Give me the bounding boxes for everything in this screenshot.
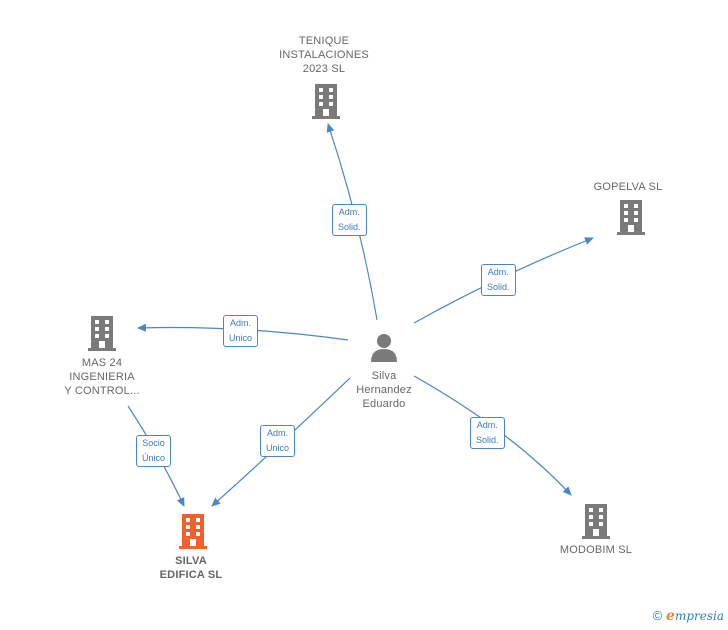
relation-label-mas24-silva[interactable]: Socio Único	[136, 435, 172, 467]
relation-label-modobim[interactable]: Adm. Solid.	[470, 417, 505, 449]
brand-logo: empresia	[666, 608, 724, 624]
relation-label-mas24[interactable]: Adm. Unico	[223, 315, 259, 347]
building-icon-focus[interactable]	[177, 513, 209, 549]
building-icon[interactable]	[310, 83, 342, 119]
person-name[interactable]: Silva Hernandez Eduardo	[356, 370, 412, 410]
building-icon[interactable]	[580, 503, 612, 539]
person-icon[interactable]	[369, 332, 399, 364]
relation-label-silva[interactable]: Adm. Unico	[260, 425, 296, 457]
copyright-symbol: ©	[652, 608, 663, 623]
relation-label-tenique[interactable]: Adm. Solid.	[332, 204, 367, 236]
company-name-modobim[interactable]: MODOBIM SL	[559, 544, 633, 556]
company-name-tenique[interactable]: TENIQUE INSTALACIONES 2023 SL	[279, 35, 369, 75]
company-name-mas24[interactable]: MAS 24 INGENIERIA Y CONTROL...	[64, 357, 140, 397]
building-icon[interactable]	[615, 199, 647, 235]
building-icon[interactable]	[86, 315, 118, 351]
relation-label-gopelva[interactable]: Adm. Solid.	[481, 264, 516, 296]
company-name-silva[interactable]: SILVA EDIFICA SL	[159, 555, 223, 581]
company-name-gopelva[interactable]: GOPELVA SL	[593, 181, 663, 193]
copyright: © empresia	[653, 608, 724, 624]
